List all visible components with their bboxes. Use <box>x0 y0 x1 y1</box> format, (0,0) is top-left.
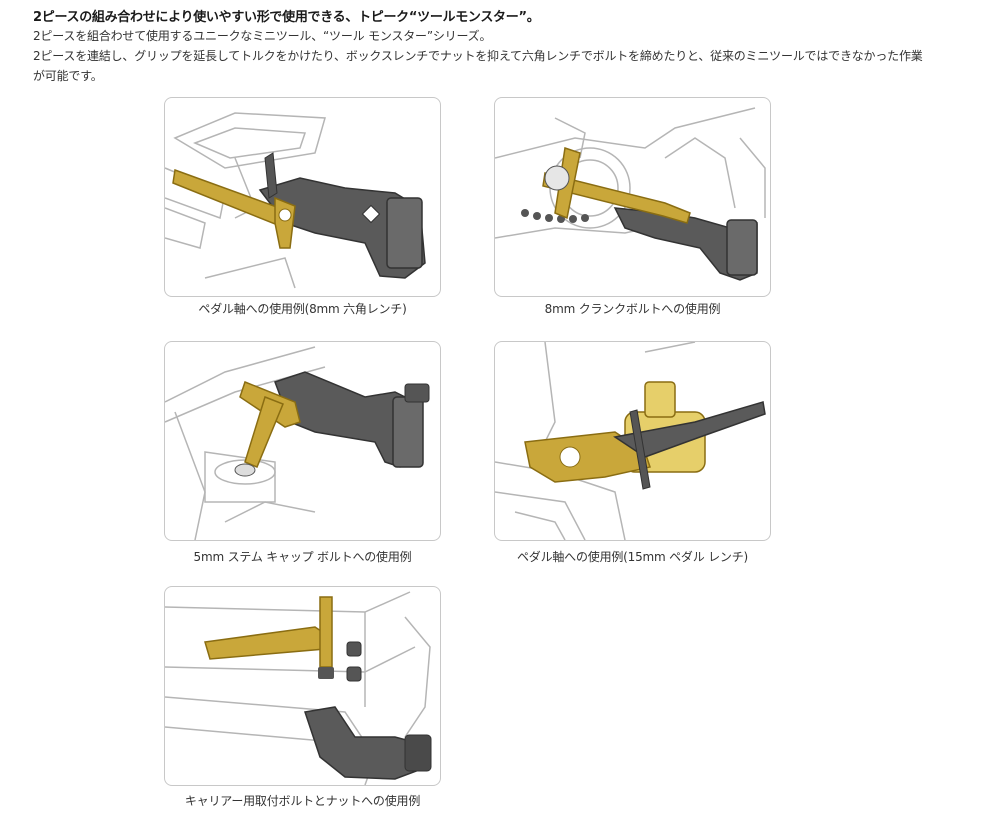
usage-image-carrier-bolt <box>164 586 441 786</box>
stem-cap-illustration <box>165 346 430 540</box>
usage-image-crank-bolt <box>494 97 771 297</box>
caption-pedal-axle-15mm: ペダル軸への使用例(15mm ペダル レンチ) <box>516 550 749 564</box>
intro-paragraph: 2ピースを組合わせて使用するユニークなミニツール、“ツール モンスター”シリーズ… <box>33 29 492 43</box>
caption-stem-cap: 5mm ステム キャップ ボルトへの使用例 <box>193 550 412 564</box>
caption-crank-bolt: 8mm クランクボルトへの使用例 <box>544 302 721 316</box>
caption-carrier-bolt: キャリアー用取付ボルトとナットへの使用例 <box>184 794 421 808</box>
caption-pedal-axle-hex: ペダル軸への使用例(8mm 六角レンチ) <box>198 302 407 316</box>
pedal-axle-15mm-illustration <box>495 342 766 540</box>
description-paragraph: 2ピースを連結し、グリップを延長してトルクをかけたり、ボックスレンチでナットを抑… <box>33 49 923 83</box>
crank-bolt-illustration <box>495 107 766 281</box>
usage-image-pedal-axle-hex <box>164 97 441 297</box>
pedal-axle-hex-illustration <box>165 112 426 289</box>
usage-image-pedal-axle-15mm <box>494 341 771 541</box>
headline: 2ピースの組み合わせにより使いやすい形で使用できる、トピーク“ツールモンスター”… <box>33 10 540 25</box>
carrier-bolt-illustration <box>165 591 432 785</box>
usage-image-stem-cap <box>164 341 441 541</box>
